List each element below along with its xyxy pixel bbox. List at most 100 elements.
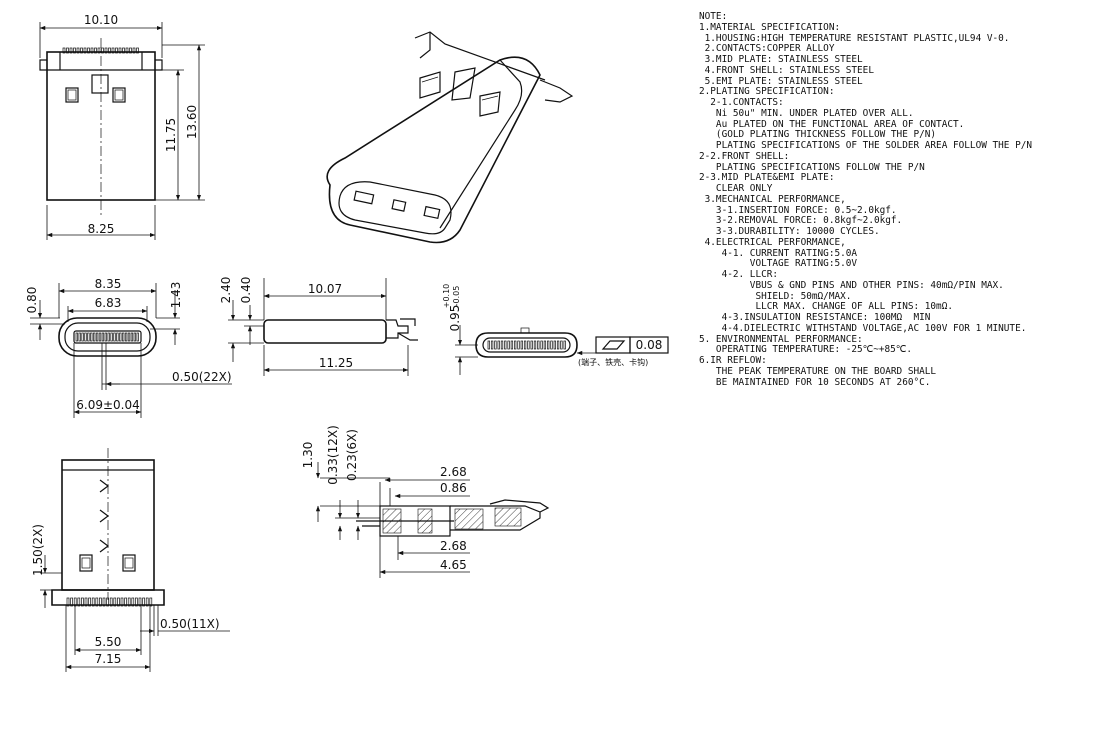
note-line: 1.MATERIAL SPECIFICATION:	[699, 21, 841, 33]
contact-pin	[547, 340, 550, 350]
solder-tail	[117, 597, 120, 607]
contact-pin	[504, 340, 507, 350]
terminal-tooth	[111, 47, 115, 54]
terminal-tooth	[73, 47, 76, 54]
flatness-note: (端子、铁壳、卡钩)	[578, 357, 648, 367]
terminal-tooth	[80, 47, 83, 54]
contact-pin	[95, 332, 99, 342]
contact-pin	[87, 332, 90, 342]
contact-pin	[533, 340, 537, 350]
solder-tail	[124, 597, 127, 607]
note-line: (GOLD PLATING THICKNESS FOLLOW THE P/N)	[699, 129, 937, 141]
section-view: 1.30 0.33(12X) 0.23(6X) 2.68 0.86 2.68 4…	[301, 425, 550, 578]
terminal-tooth	[101, 47, 104, 54]
note-line: VOLTAGE RATING:5.0V	[699, 258, 858, 270]
contact-pin	[560, 340, 563, 350]
dim-bottom-w2: 7.15	[95, 652, 122, 666]
solder-tail	[99, 597, 102, 607]
solder-tail	[142, 597, 145, 607]
contact-pin	[487, 340, 490, 350]
contact-pin	[543, 340, 547, 350]
contact-pin	[84, 332, 87, 342]
note-line: 2.PLATING SPECIFICATION:	[699, 86, 835, 98]
note-line: PLATING SPECIFICATIONS FOLLOW THE P/N	[699, 161, 925, 173]
dim-side-w1: 10.07	[308, 282, 342, 296]
terminal-tooth	[125, 47, 129, 54]
dim-top-width: 10.10	[84, 13, 118, 27]
note-line: 4-4.DIELECTRIC WITHSTAND VOLTAGE,AC 100V…	[699, 322, 1027, 334]
contact-pin	[110, 332, 113, 342]
contact-pin	[98, 332, 102, 342]
note-line: OPERATING TEMPERATURE: -25℃~+85℃.	[699, 344, 912, 356]
contact-pin	[527, 340, 530, 350]
note-line: CLEAR ONLY	[699, 183, 773, 194]
note-line: 2.CONTACTS:COPPER ALLOY	[699, 43, 835, 55]
note-line: 3-1.INSERTION FORCE: 0.5~2.0kgf.	[699, 204, 897, 216]
terminal-tooth	[115, 47, 118, 54]
note-line: 1.HOUSING:HIGH TEMPERATURE RESISTANT PLA…	[699, 32, 1010, 44]
contact-pin	[116, 332, 119, 342]
dim-bottom-h: 1.50(2X)	[31, 524, 45, 576]
solder-tail	[66, 597, 70, 607]
terminal-tooth	[136, 47, 139, 54]
dim-front-base: 6.09±0.04	[76, 398, 140, 412]
contact-pin	[497, 340, 500, 350]
note-line: 4-3.INSULATION RESISTANCE: 100MΩ MIN	[699, 312, 931, 323]
dim-top-h2: 13.60	[185, 105, 199, 139]
dim-end-h: 0.95	[448, 305, 462, 332]
contact-pin	[90, 332, 93, 342]
note-line: PLATING SPECIFICATIONS OF THE SOLDER ARE…	[699, 140, 1033, 151]
solder-tail	[145, 597, 149, 607]
solder-tail	[77, 597, 81, 607]
solder-tail	[138, 597, 142, 607]
solder-tail	[84, 597, 88, 607]
dim-side-h2: 0.40	[239, 277, 253, 304]
terminal-tooth	[66, 47, 69, 54]
note-line: THE PEAK TEMPERATURE ON THE BOARD SHALL	[699, 365, 937, 377]
contact-pin	[136, 332, 139, 342]
solder-tail	[131, 597, 135, 607]
dim-end-tol-plus: +0.10	[442, 284, 451, 309]
contact-pin	[556, 340, 560, 350]
note-line: 4.ELECTRICAL PERFORMANCE,	[699, 236, 846, 248]
contact-pin	[510, 340, 514, 350]
terminal-tooth	[69, 47, 73, 54]
note-line: BE MAINTAINED FOR 10 SECONDS AT 260°C.	[699, 376, 931, 388]
terminal-tooth	[108, 47, 111, 54]
solder-tail	[149, 597, 153, 607]
contact-pin	[81, 332, 84, 342]
contact-pin	[537, 340, 540, 350]
flatness-value: 0.08	[636, 338, 663, 352]
contact-pin	[113, 332, 116, 342]
contact-pin	[130, 332, 134, 342]
terminal-tooth	[83, 47, 87, 54]
note-line: 4.FRONT SHELL: STAINLESS STEEL	[699, 64, 874, 76]
dim-top-bottom-width: 8.25	[88, 222, 115, 236]
contact-pin	[523, 340, 527, 350]
note-line: 2-3.MID PLATE&EMI PLATE:	[699, 172, 835, 184]
note-line: Au PLATED ON THE FUNCTIONAL AREA OF CONT…	[699, 118, 965, 130]
solder-tail	[91, 597, 95, 607]
solder-tail	[81, 597, 84, 607]
terminal-tooth	[104, 47, 108, 54]
contact-pin	[124, 332, 128, 342]
dim-sec-h2: 0.33(12X)	[326, 425, 340, 485]
dim-bottom-w1: 5.50	[95, 635, 122, 649]
note-line: 3-3.DURABILITY: 10000 CYCLES.	[699, 226, 880, 237]
terminal-tooth	[87, 47, 90, 54]
end-view: 0.95 +0.10 -0.05 0.08 (端子、铁壳、卡钩)	[442, 284, 669, 375]
contact-pin	[101, 332, 105, 342]
note-line: VBUS & GND PINS AND OTHER PINS: 40mΩ/PIN…	[699, 279, 1004, 291]
note-line: 4-2. LLCR:	[699, 269, 779, 280]
terminal-tooth	[122, 47, 125, 54]
contact-pin	[133, 332, 136, 342]
dim-sec-w4: 4.65	[440, 558, 467, 572]
note-line: 4-1. CURRENT RATING:5.0A	[699, 247, 858, 259]
contact-pin	[507, 340, 510, 350]
solder-tail	[95, 597, 99, 607]
note-line: 5.EMI PLATE: STAINLESS STEEL	[699, 75, 863, 87]
contact-pin	[553, 340, 556, 350]
dim-sec-h3: 0.23(6X)	[345, 429, 359, 481]
note-line: 3.MECHANICAL PERFORMANCE,	[699, 193, 846, 205]
